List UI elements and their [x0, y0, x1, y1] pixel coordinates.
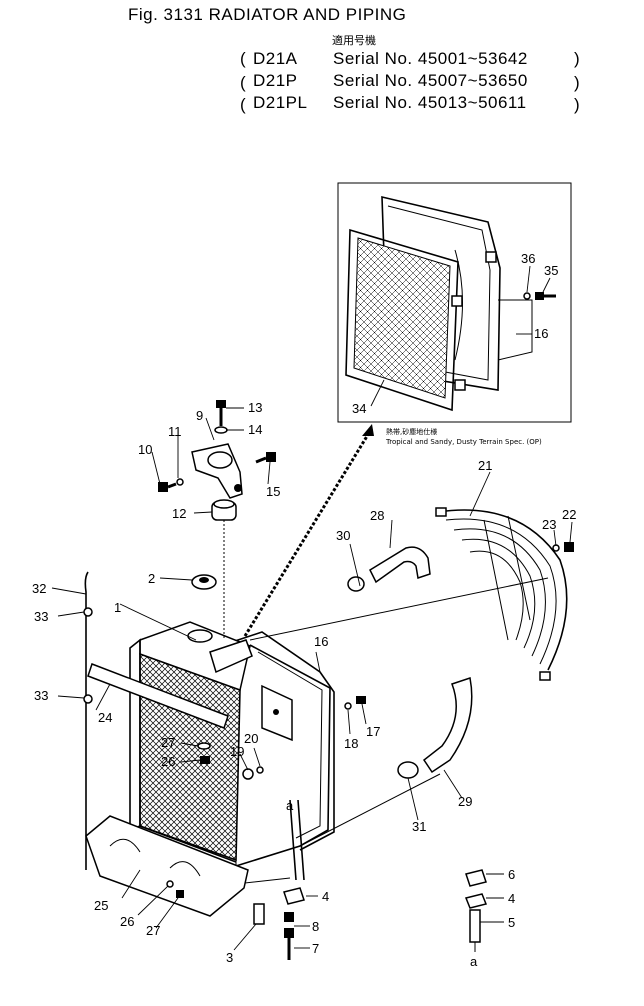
callout-34: 34 [352, 401, 366, 416]
callout-29: 29 [458, 794, 472, 809]
model-d21a: D21A [253, 49, 298, 68]
callout-33-lower: 33 [34, 688, 48, 703]
ref-a-parts: a [470, 954, 478, 969]
callout-11: 11 [168, 424, 182, 439]
callout-10: 10 [138, 442, 152, 457]
assembly-line-top [249, 577, 549, 641]
callout-36: 36 [521, 251, 535, 266]
model-d21pl: D21PL [253, 93, 307, 112]
ref-a-radiator: a [286, 798, 294, 813]
callout-18: 18 [344, 736, 358, 751]
callout-5: 5 [508, 915, 515, 930]
svg-text:): ) [574, 95, 580, 114]
svg-text:(: ( [240, 49, 246, 68]
callout-15: 15 [266, 484, 280, 499]
callout-27-upper: 27 [161, 735, 175, 750]
callout-19: 19 [230, 744, 244, 759]
callout-14: 14 [248, 422, 262, 437]
callout-35: 35 [544, 263, 558, 278]
callout-4-right: 4 [508, 891, 515, 906]
callout-30: 30 [336, 528, 350, 543]
figure-title: Fig. 3131 RADIATOR AND PIPING [128, 5, 406, 24]
cap-bracket-group [158, 400, 276, 640]
svg-text:(: ( [240, 95, 246, 114]
inset-note-jp: 熱帯,砂塵地仕様 [386, 427, 437, 436]
callout-32: 32 [32, 581, 46, 596]
callout-17: 17 [366, 724, 380, 739]
callout-9: 9 [196, 408, 203, 423]
callout-4-left: 4 [322, 889, 329, 904]
callout-7: 7 [312, 941, 319, 956]
header: Fig. 3131 RADIATOR AND PIPING 適用号機 ( ( (… [128, 5, 580, 114]
callout-27-lower: 27 [146, 923, 160, 938]
callout-12: 12 [172, 506, 186, 521]
serial-d21pl: Serial No. 45013~50611 [333, 93, 527, 112]
callout-6: 6 [508, 867, 515, 882]
callout-23: 23 [542, 517, 556, 532]
assembly-line-bottom [299, 773, 441, 847]
callout-8: 8 [312, 919, 319, 934]
serial-d21p: Serial No. 45007~53650 [333, 71, 528, 90]
callout-21: 21 [478, 458, 492, 473]
callout-22: 22 [562, 507, 576, 522]
leader-lines [51, 407, 573, 951]
callout-13: 13 [248, 400, 262, 415]
callout-1: 1 [114, 600, 121, 615]
hose-29 [397, 677, 473, 779]
callout-16-main: 16 [314, 634, 328, 649]
callout-24: 24 [98, 710, 112, 725]
callout-25: 25 [94, 898, 108, 913]
mounting-parts: a [253, 869, 488, 969]
fan-guard [435, 507, 574, 681]
callout-2: 2 [148, 571, 155, 586]
callout-26-lower: 26 [120, 914, 134, 929]
callout-26-upper: 26 [161, 754, 175, 769]
bottom-guard [85, 815, 249, 917]
inset-tropical-spec: 36 35 16 34 [337, 182, 572, 423]
model-d21p: D21P [253, 71, 298, 90]
callout-28: 28 [370, 508, 384, 523]
applicable-models-label: 適用号機 [332, 33, 376, 47]
svg-text:(: ( [240, 73, 246, 92]
callout-33-upper: 33 [34, 609, 48, 624]
svg-text:): ) [574, 49, 580, 68]
hose-28 [347, 546, 431, 592]
callout-16-inset: 16 [534, 326, 548, 341]
inset-reference-arrow [243, 424, 374, 637]
callout-3: 3 [226, 950, 233, 965]
serial-d21a: Serial No. 45001~53642 [333, 49, 528, 68]
callout-31: 31 [412, 819, 426, 834]
inset-note-en: Tropical and Sandy, Dusty Terrain Spec. … [385, 438, 542, 446]
callout-20: 20 [244, 731, 258, 746]
callouts: 13 14 9 11 10 15 12 2 1 32 33 33 24 27 2… [32, 400, 576, 965]
svg-text:): ) [574, 73, 580, 92]
